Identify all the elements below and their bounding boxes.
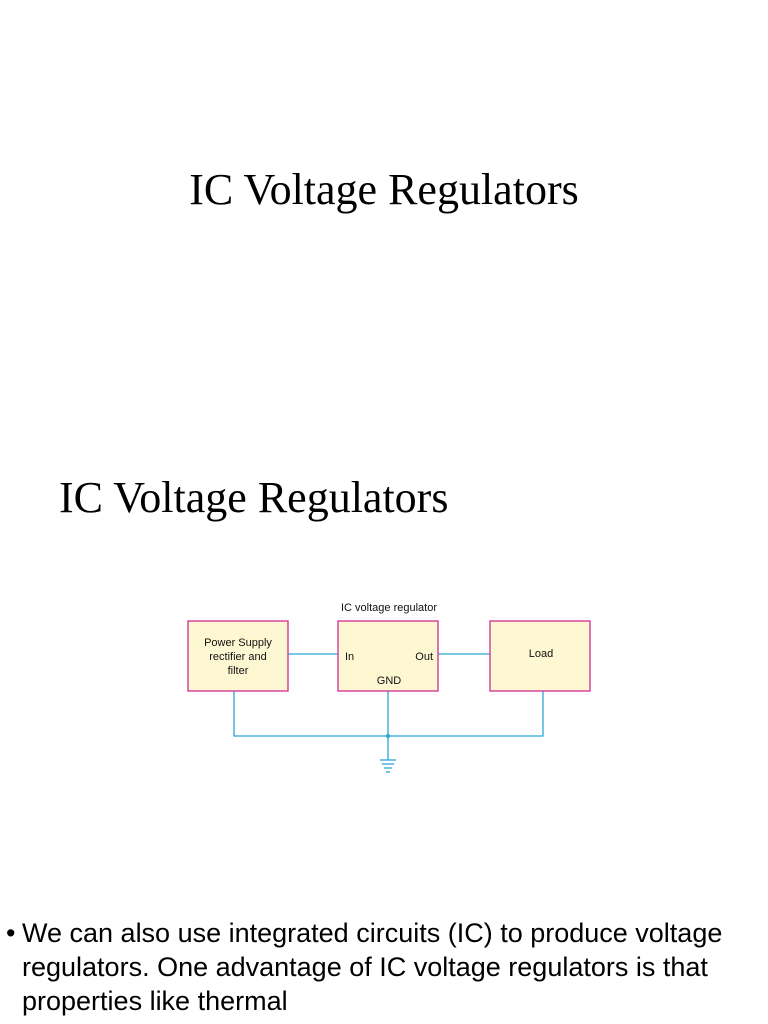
bullet-marker: •: [6, 918, 16, 948]
power-supply-label-line-1: Power Supply: [204, 637, 272, 649]
regulator-out-label: Out: [415, 651, 433, 663]
ic-regulator-diagram: IC voltage regulator Power Supply rectif…: [160, 592, 620, 792]
diagram-caption: IC voltage regulator: [341, 602, 437, 614]
power-supply-label-line-2: rectifier and: [209, 651, 266, 663]
slide-2-title: IC Voltage Regulators: [59, 473, 449, 522]
load-box: [489, 620, 591, 692]
bullet-point: • We can also use integrated circuits (I…: [6, 916, 762, 1018]
power-supply-box: [187, 620, 289, 692]
ic-regulator-diagram-svg: IC voltage regulator Power Supply rectif…: [187, 602, 591, 773]
power-supply-label-line-3: filter: [228, 665, 249, 677]
ground-icon: [380, 759, 396, 773]
ic-regulator-box: [337, 620, 439, 692]
junction-dot: [386, 734, 390, 738]
regulator-in-label: In: [345, 651, 354, 663]
bullet-text: We can also use integrated circuits (IC)…: [22, 918, 723, 1016]
slide-1-title: IC Voltage Regulators: [189, 165, 579, 214]
load-label: Load: [529, 648, 553, 660]
regulator-gnd-label: GND: [377, 675, 402, 687]
